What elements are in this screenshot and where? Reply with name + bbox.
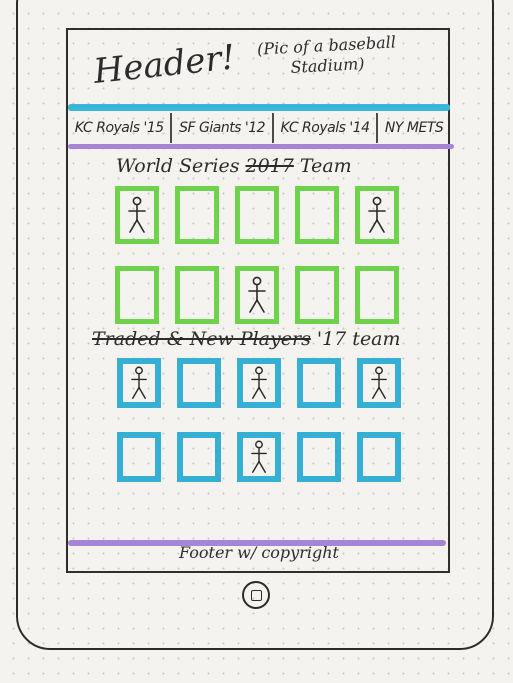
new-players-player-card[interactable] (297, 432, 341, 482)
world-series-player-card[interactable] (175, 266, 219, 324)
stick-figure-icon (128, 366, 150, 400)
title-prefix: World Series (116, 155, 246, 177)
world-series-player-card[interactable] (355, 266, 399, 324)
world-series-player-card[interactable] (175, 186, 219, 244)
world-series-player-card[interactable] (235, 266, 279, 324)
world-series-player-grid (115, 186, 399, 324)
new-players-player-card[interactable] (177, 432, 221, 482)
team-nav: KC Royals '15 SF Giants '12 KC Royals '1… (68, 113, 450, 143)
traded-new-players-title: Traded & New Players '17 team (92, 328, 401, 350)
nav-divider (68, 144, 454, 149)
world-series-player-card[interactable] (115, 266, 159, 324)
stick-figure-icon (368, 366, 390, 400)
home-button[interactable] (242, 581, 270, 609)
new-players-player-card[interactable] (237, 358, 281, 408)
tablet-screen (66, 28, 450, 573)
nav-tab-kc-royals-14[interactable]: KC Royals '14 (274, 113, 379, 143)
new-players-player-card[interactable] (297, 358, 341, 408)
stick-figure-icon (245, 276, 269, 314)
new-players-grid (117, 358, 401, 482)
title-struck-year: 2017 (245, 155, 294, 177)
new-players-player-card[interactable] (237, 432, 281, 482)
title-suffix: '17 team (310, 328, 401, 350)
footer-divider (68, 540, 446, 546)
title-suffix: Team (293, 155, 352, 177)
world-series-team-title: World Series 2017 Team (116, 155, 352, 177)
world-series-player-card[interactable] (115, 186, 159, 244)
new-players-player-card[interactable] (117, 432, 161, 482)
new-players-player-card[interactable] (117, 358, 161, 408)
stick-figure-icon (365, 196, 389, 234)
world-series-player-card[interactable] (235, 186, 279, 244)
new-players-player-card[interactable] (177, 358, 221, 408)
world-series-player-card[interactable] (295, 186, 339, 244)
nav-tab-sf-giants[interactable]: SF Giants '12 (172, 113, 274, 143)
nav-tab-kc-royals-15[interactable]: KC Royals '15 (68, 113, 173, 143)
stick-figure-icon (248, 366, 270, 400)
stick-figure-icon (248, 440, 270, 474)
tablet-frame (16, 0, 494, 650)
footer: Footer w/ copyright (179, 543, 339, 562)
stick-figure-icon (125, 196, 149, 234)
home-button-icon (250, 589, 262, 601)
world-series-player-card[interactable] (295, 266, 339, 324)
new-players-player-card[interactable] (357, 358, 401, 408)
title-struck-text: Traded & New Players (92, 328, 311, 350)
new-players-player-card[interactable] (357, 432, 401, 482)
nav-tab-ny-mets[interactable]: NY METS (384, 120, 444, 136)
world-series-player-card[interactable] (355, 186, 399, 244)
header-divider (68, 104, 450, 111)
